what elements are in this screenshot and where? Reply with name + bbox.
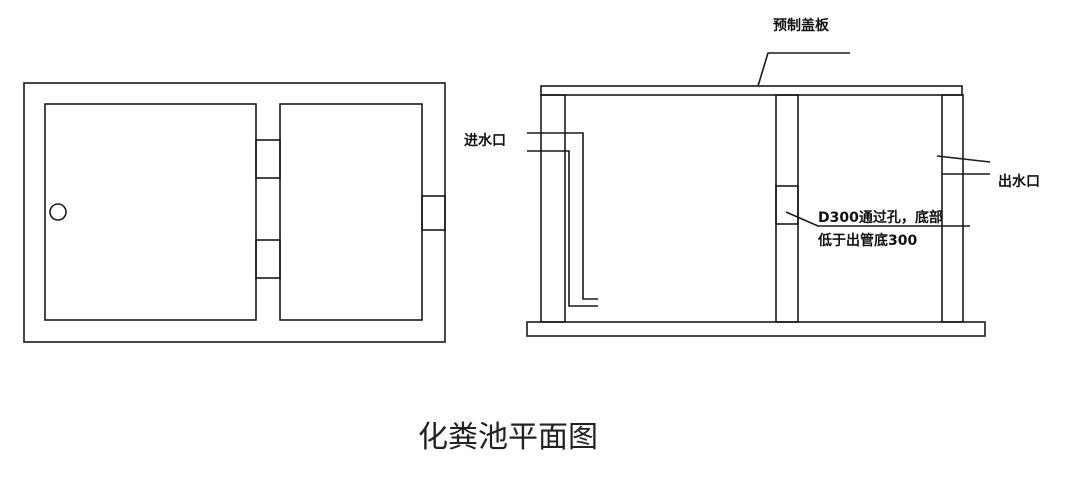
right-wall (941, 94, 964, 323)
partition-hole (775, 185, 799, 225)
hole-note-line-2: 低于出管底300 (817, 232, 917, 249)
base-slab (526, 321, 986, 337)
cover-slab-label: 预制盖板 (773, 17, 830, 34)
plan-outlet-opening (421, 195, 446, 231)
plan-inlet-hole (49, 203, 67, 221)
inlet-pipe (527, 132, 598, 300)
plan-connector-lower (255, 239, 281, 279)
middle-partition (775, 94, 799, 323)
inlet-label: 进水口 (464, 132, 506, 149)
inlet-pipe-inner (527, 150, 598, 307)
drawing-caption: 化粪池平面图 (418, 420, 598, 455)
hole-note-leader (785, 211, 970, 227)
cover-slab (540, 85, 963, 96)
outlet-label: 出水口 (998, 173, 1040, 190)
section-view (526, 52, 991, 337)
plan-chamber-2 (279, 103, 423, 321)
plan-view (23, 82, 446, 343)
cover-slab-leader (757, 52, 850, 87)
plan-connector-upper (255, 139, 281, 179)
plan-outer-wall (23, 82, 446, 343)
hole-note-line-1: D300通过孔，底部 (818, 209, 943, 226)
left-wall (540, 94, 566, 323)
plan-chamber-1 (44, 103, 257, 321)
outlet-pipe (936, 155, 991, 163)
